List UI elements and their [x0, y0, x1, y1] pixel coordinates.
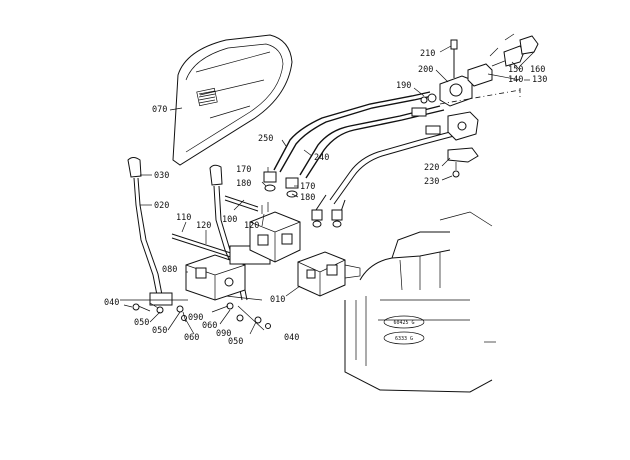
part-label-060-b: 060 — [202, 321, 217, 331]
cover-panel-drawing — [172, 34, 293, 166]
part-label-040-right: 040 — [284, 333, 299, 343]
transmission-housing-drawing — [344, 211, 493, 393]
part-label-040-left: 040 — [104, 298, 119, 308]
part-label-080: 080 — [162, 265, 177, 275]
part-label-140: 140 — [508, 75, 523, 85]
leader-lines — [123, 45, 535, 343]
part-label-170-right: 170 — [300, 182, 315, 192]
part-label-050-a: 050 — [134, 318, 149, 328]
bracket-drawing — [447, 147, 479, 178]
rod-drawing — [171, 195, 259, 261]
part-labels: 070 030 020 110 120 080 040 050 050 060 … — [104, 49, 547, 347]
part-label-120-left: 120 — [196, 221, 211, 231]
part-label-050-c: 050 — [228, 337, 243, 347]
part-label-210: 210 — [420, 49, 435, 59]
valve-block-right-drawing — [297, 251, 361, 297]
part-label-160: 160 — [530, 65, 545, 75]
part-label-070: 070 — [152, 105, 167, 115]
part-label-050-b: 050 — [152, 326, 167, 336]
part-label-090-a: 090 — [188, 313, 203, 323]
hoses-drawing — [273, 91, 455, 221]
stamp-1: 60425 G — [383, 315, 425, 329]
stamp-2: 6333 G — [383, 331, 425, 345]
part-label-170-left: 170 — [236, 165, 251, 175]
part-label-010: 010 — [270, 295, 285, 305]
part-label-180-right: 180 — [300, 193, 315, 203]
stamp-2-text: 6333 G — [395, 336, 413, 342]
stamp-1-text: 60425 G — [393, 320, 414, 326]
part-label-120-mid: 120 — [244, 221, 259, 231]
part-label-110: 110 — [176, 213, 191, 223]
part-label-240: 240 — [314, 153, 329, 163]
part-label-200: 200 — [418, 65, 433, 75]
coupler-assembly-drawing — [411, 33, 539, 141]
part-label-020: 020 — [154, 201, 169, 211]
part-label-090-b: 090 — [216, 329, 231, 339]
part-label-230: 230 — [424, 177, 439, 187]
part-label-030: 030 — [154, 171, 169, 181]
part-label-100: 100 — [222, 215, 237, 225]
left-lever-drawing — [120, 157, 188, 321]
part-label-130: 130 — [532, 75, 547, 85]
part-label-060-a: 060 — [184, 333, 199, 343]
part-label-150: 150 — [508, 65, 523, 75]
valve-block-left-drawing — [185, 245, 271, 301]
part-label-190: 190 — [396, 81, 411, 91]
part-label-250: 250 — [258, 134, 273, 144]
part-label-220: 220 — [424, 163, 439, 173]
middle-lever-drawing — [209, 164, 271, 331]
part-label-180-left: 180 — [236, 179, 251, 189]
